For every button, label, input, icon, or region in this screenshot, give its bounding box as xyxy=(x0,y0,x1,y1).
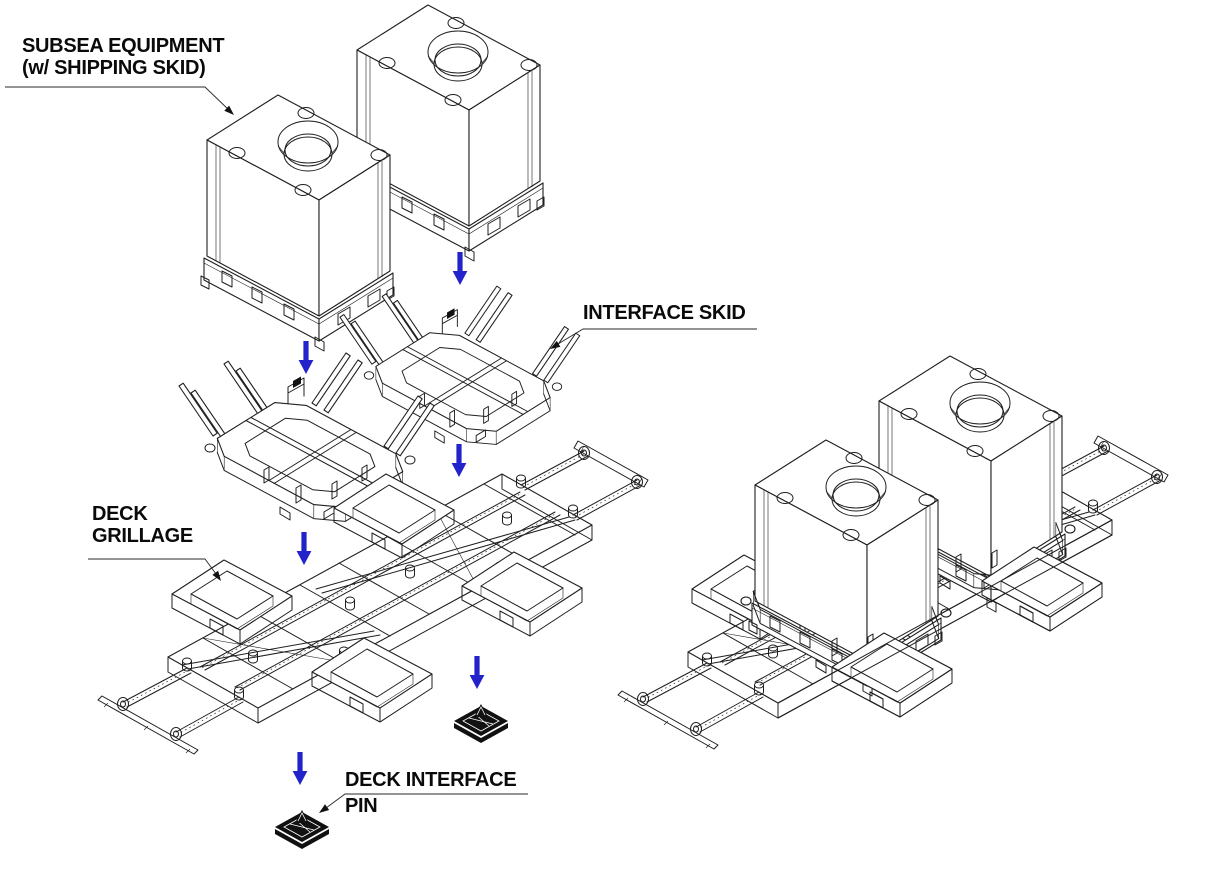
flow-arrow-5 xyxy=(469,656,485,689)
exploded-view xyxy=(98,4,648,850)
leader-line xyxy=(88,558,220,579)
leader-arrowhead xyxy=(316,804,330,816)
deck-interface-pin-lower xyxy=(274,809,330,850)
leader-line xyxy=(321,793,528,812)
flow-arrow-6 xyxy=(292,752,308,785)
label-deck-grillage-line1: DECK xyxy=(92,503,148,525)
leader-line xyxy=(5,86,232,113)
flow-arrow-2 xyxy=(298,341,314,374)
leader-line xyxy=(552,328,757,348)
grillage-near-rail-overlay xyxy=(777,519,1113,719)
label-subsea-equipment-line1: SUBSEA EQUIPMENT xyxy=(22,35,224,57)
flow-arrow-4 xyxy=(296,532,312,565)
label-interface-skid: INTERFACE SKID xyxy=(548,302,757,353)
deck-grillage-exploded xyxy=(98,441,648,754)
annotations: SUBSEA EQUIPMENT (w/ SHIPPING SKID) INTE… xyxy=(5,35,757,817)
label-deck-grillage-line2: GRILLAGE xyxy=(92,525,193,547)
label-interface-skid-line1: INTERFACE SKID xyxy=(583,302,745,324)
label-deck-interface-pin: DECK INTERFACE PIN xyxy=(316,769,528,817)
deck-interface-pin-upper xyxy=(453,703,509,744)
flow-arrow-3 xyxy=(451,444,467,477)
label-deck-interface-pin-line1: DECK INTERFACE xyxy=(345,769,516,791)
label-subsea-equipment: SUBSEA EQUIPMENT (w/ SHIPPING SKID) xyxy=(5,35,237,118)
flow-arrow-1 xyxy=(452,252,468,285)
assembled-view xyxy=(618,355,1168,749)
interface-skid-right xyxy=(339,285,581,445)
label-subsea-equipment-line2: (w/ SHIPPING SKID) xyxy=(22,57,206,79)
label-deck-grillage: DECK GRILLAGE xyxy=(88,503,224,584)
label-deck-interface-pin-line2: PIN xyxy=(345,795,377,817)
